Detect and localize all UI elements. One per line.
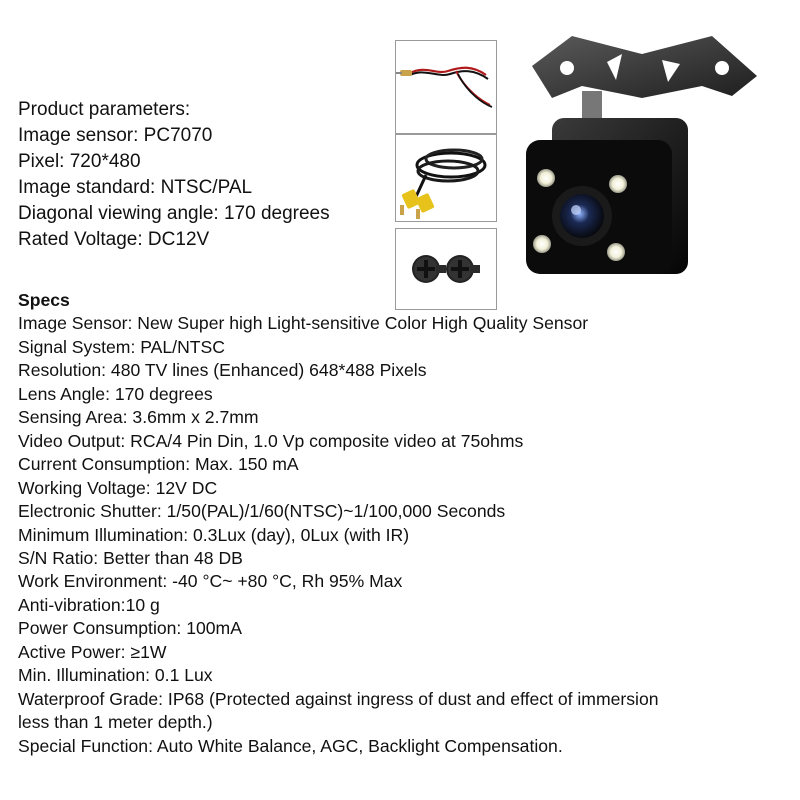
spec-line: less than 1 meter depth.)	[18, 712, 213, 733]
spec-line: Image Sensor: New Super high Light-sensi…	[18, 313, 589, 334]
specs-section: Specs Image Sensor: New Super high Light…	[18, 289, 788, 758]
param-line: Image standard: NTSC/PAL	[18, 177, 253, 198]
spec-line: Video Output: RCA/4 Pin Din, 1.0 Vp comp…	[18, 430, 524, 451]
param-line: Rated Voltage: DC12V	[18, 229, 210, 250]
spec-line: Min. Illumination: 0.1 Lux	[18, 665, 213, 686]
spec-line: Current Consumption: Max. 150 mA	[18, 454, 299, 475]
spec-line: Special Function: Auto White Balance, AG…	[18, 735, 563, 756]
param-line: Diagonal viewing angle: 170 degrees	[18, 203, 330, 224]
spec-line: Lens Angle: 170 degrees	[18, 383, 213, 404]
screws-icon	[412, 255, 480, 283]
spec-line: Power Consumption: 100mA	[18, 618, 242, 639]
spec-line: Electronic Shutter: 1/50(PAL)/1/60(NTSC)…	[18, 501, 506, 522]
spec-line: Resolution: 480 TV lines (Enhanced) 648*…	[18, 360, 427, 381]
spec-line: S/N Ratio: Better than 48 DB	[18, 547, 243, 568]
backup-camera-image	[512, 36, 762, 286]
rca-cable-thumbnail	[395, 134, 497, 222]
spec-line: Signal System: PAL/NTSC	[18, 336, 225, 357]
spec-line: Waterproof Grade: IP68 (Protected agains…	[18, 688, 659, 709]
product-parameters-title: Product parameters:	[18, 99, 191, 120]
power-cable-thumbnail	[395, 40, 497, 134]
spec-line: Minimum Illumination: 0.3Lux (day), 0Lux…	[18, 524, 410, 545]
spec-line: Anti-vibration:10 g	[18, 594, 160, 615]
rca-cable-icon	[400, 148, 487, 219]
spec-line: Work Environment: -40 °C~ +80 °C, Rh 95%…	[18, 571, 403, 592]
spec-line: Working Voltage: 12V DC	[18, 477, 218, 498]
power-cable-icon	[396, 66, 493, 108]
param-line: Image sensor: PC7070	[18, 125, 213, 146]
screws-thumbnail	[395, 228, 497, 310]
spec-line: Sensing Area: 3.6mm x 2.7mm	[18, 407, 259, 428]
specs-title: Specs	[18, 290, 70, 310]
backup-camera-icon	[526, 36, 757, 274]
param-line: Pixel: 720*480	[18, 151, 141, 172]
product-parameters: Product parameters: Image sensor: PC7070…	[18, 97, 330, 253]
spec-line: Active Power: ≥1W	[18, 641, 167, 662]
